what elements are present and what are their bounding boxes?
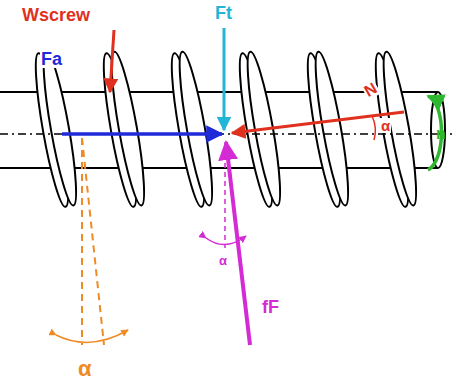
friction-force-label: fF xyxy=(262,298,279,316)
friction-reference-line xyxy=(224,145,226,248)
helix-flight-line xyxy=(82,138,104,345)
helix-reference-line xyxy=(81,138,83,345)
rotation-label: n xyxy=(436,126,446,142)
angle-label: α xyxy=(219,254,227,267)
helix-angle-arc xyxy=(56,330,128,342)
friction-angle-arc xyxy=(206,236,246,245)
angle-label: α xyxy=(380,118,391,133)
axial-force-label: Fa xyxy=(40,50,63,68)
axial-force-arrow xyxy=(62,132,222,136)
weight-arrow xyxy=(110,30,114,92)
tangential-force-label: Ft xyxy=(215,4,232,22)
screw-flights xyxy=(30,50,423,208)
centre-line xyxy=(0,133,452,135)
helix-angle-label: α xyxy=(78,358,92,380)
tangential-force-arrow xyxy=(223,28,226,130)
normal-angle-arc xyxy=(372,116,375,140)
normal-force-arrow xyxy=(232,112,404,133)
weight-label: Wscrew xyxy=(22,6,90,24)
